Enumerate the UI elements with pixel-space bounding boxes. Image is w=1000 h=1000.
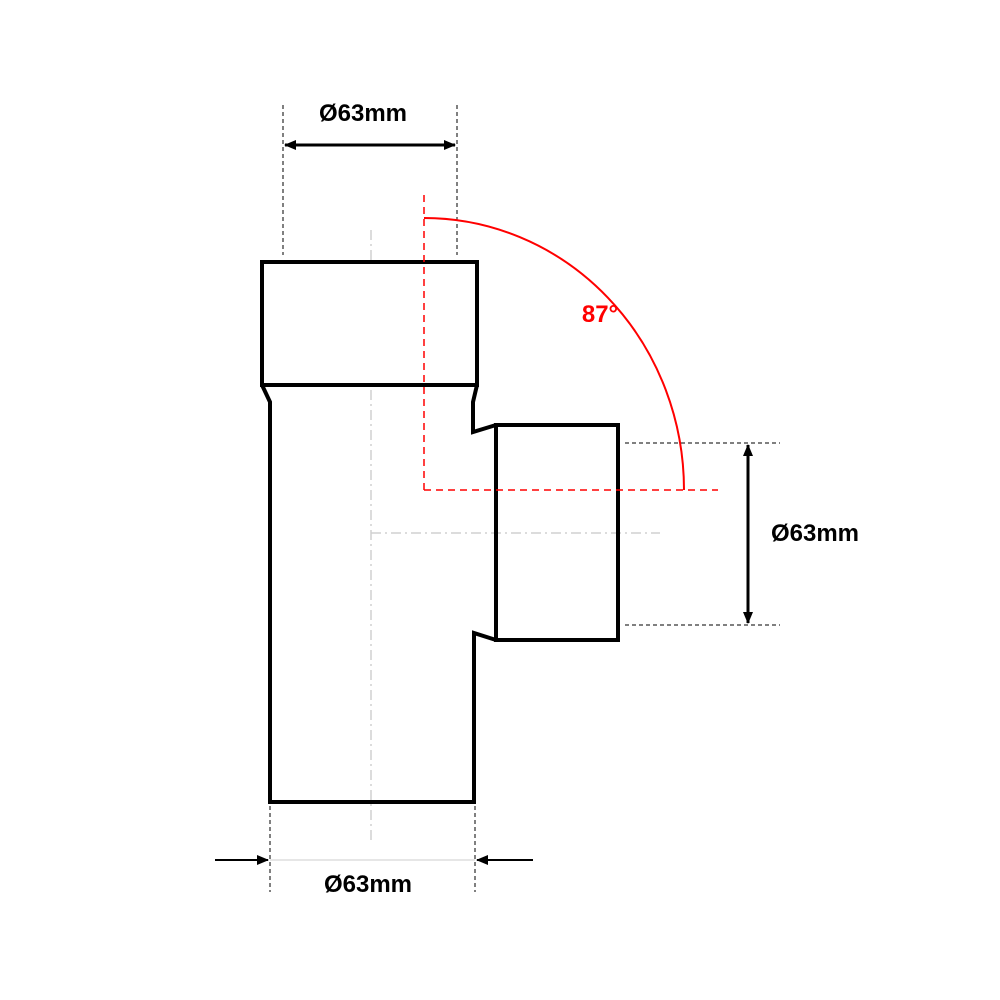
- top-dimension: Ø63mm: [282, 100, 458, 255]
- angle-label: 87°: [582, 301, 618, 328]
- top-socket: [260, 260, 479, 387]
- bottom-diameter-label: Ø63mm: [324, 871, 412, 898]
- side-diameter-label: Ø63mm: [771, 520, 859, 547]
- pipe-outline: [260, 260, 620, 804]
- side-socket: [494, 423, 620, 642]
- angle-arc: [423, 217, 685, 491]
- angle-annotation: 87°: [423, 195, 718, 491]
- main-body: [260, 384, 497, 804]
- top-diameter-label: Ø63mm: [319, 100, 407, 127]
- side-dimension: Ø63mm: [625, 442, 859, 626]
- bottom-dimension: Ø63mm: [215, 806, 533, 898]
